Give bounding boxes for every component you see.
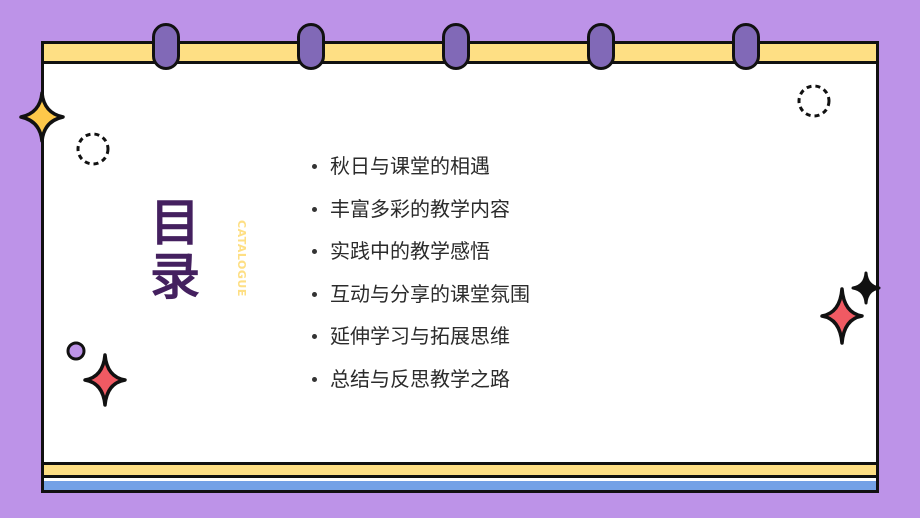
toc-item[interactable]: 丰富多彩的教学内容 xyxy=(312,195,530,238)
binder-ring-icon xyxy=(152,23,180,70)
binder-ring-icon xyxy=(587,23,615,70)
toc-item[interactable]: 总结与反思教学之路 xyxy=(312,365,530,408)
toc-item[interactable]: 秋日与课堂的相遇 xyxy=(312,152,530,195)
toc-list: 秋日与课堂的相遇 丰富多彩的教学内容 实践中的教学感悟 互动与分享的课堂氛围 延… xyxy=(312,152,530,408)
binder-ring-icon xyxy=(442,23,470,70)
toc-item[interactable]: 延伸学习与拓展思维 xyxy=(312,322,530,365)
bullet-icon xyxy=(312,334,317,340)
bullet-icon xyxy=(312,291,317,297)
toc-item-label: 总结与反思教学之路 xyxy=(330,366,510,391)
binder-ring-icon xyxy=(297,23,325,70)
dashed-circle-icon xyxy=(76,132,110,166)
notebook-frame xyxy=(41,41,879,493)
yellow-star-icon xyxy=(19,91,65,143)
bottom-yellow-bar xyxy=(44,462,876,478)
binder-ring-icon xyxy=(732,23,760,70)
purple-dot-icon xyxy=(66,341,86,361)
black-star-icon xyxy=(851,271,881,305)
toc-item[interactable]: 互动与分享的课堂氛围 xyxy=(312,280,530,323)
toc-item[interactable]: 实践中的教学感悟 xyxy=(312,237,530,280)
red-star-icon xyxy=(820,287,864,345)
page-title: 目录 xyxy=(150,194,200,306)
bullet-icon xyxy=(312,164,317,169)
toc-item-label: 延伸学习与拓展思维 xyxy=(330,324,510,349)
bottom-blue-bar xyxy=(44,481,876,490)
toc-item-label: 实践中的教学感悟 xyxy=(330,239,490,264)
toc-item-label: 秋日与课堂的相遇 xyxy=(330,154,490,178)
bullet-icon xyxy=(312,249,317,255)
bullet-icon xyxy=(312,376,317,382)
bullet-icon xyxy=(312,206,317,212)
subtitle-catalogue: CATALOGUE xyxy=(235,220,248,297)
toc-item-label: 丰富多彩的教学内容 xyxy=(330,196,510,221)
red-star-icon xyxy=(83,353,127,407)
toc-item-label: 互动与分享的课堂氛围 xyxy=(330,281,530,306)
dashed-circle-icon xyxy=(797,84,831,118)
